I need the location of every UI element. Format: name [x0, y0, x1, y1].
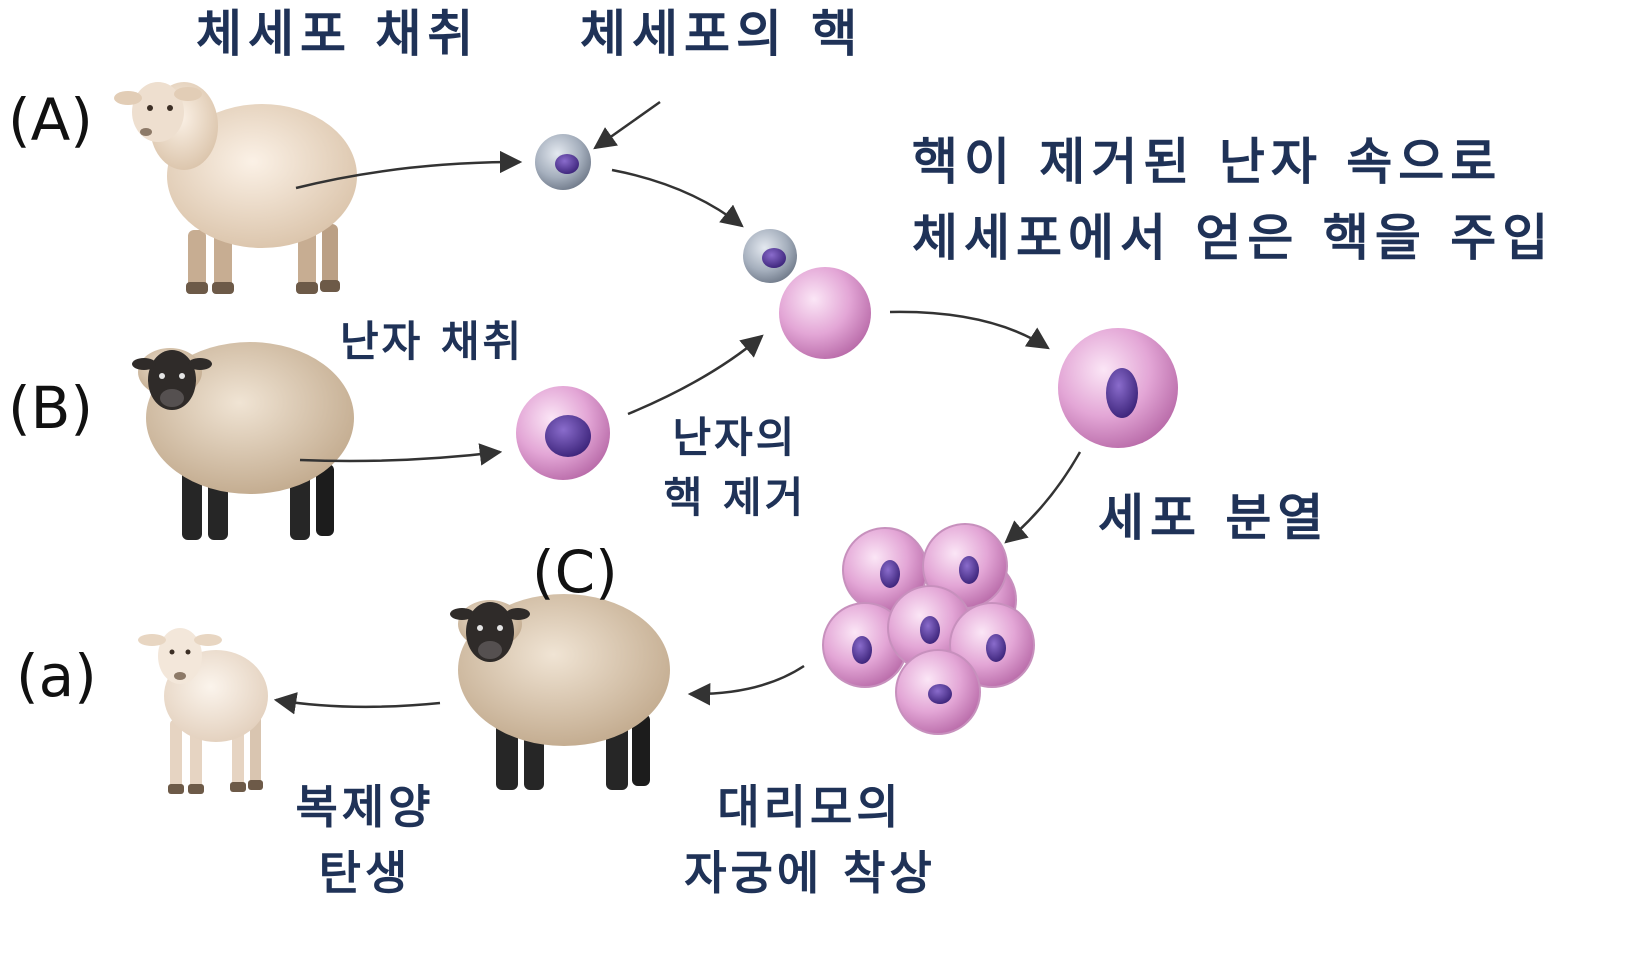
- cloned-lamb-icon: [138, 628, 268, 794]
- tag-a: (A): [8, 86, 93, 154]
- label-cell-division: 세포 분열: [1098, 490, 1329, 546]
- tag-b: (B): [8, 374, 93, 442]
- label-inject-line1: 핵이 제거된 난자 속으로: [912, 134, 1502, 190]
- label-egg-nucleus-line2: 핵 제거: [660, 474, 810, 521]
- embryo-cluster-icon: [823, 524, 1034, 734]
- label-clone-birth-line1: 복제양: [280, 782, 450, 834]
- arrow-surrogate-to-lamb: [276, 700, 440, 707]
- fused-cell-icon: [1058, 328, 1178, 448]
- tag-a-lower: (a): [16, 642, 97, 710]
- enucleated-egg-icon: [779, 267, 871, 359]
- label-somatic-nucleus: 체세포의 핵: [580, 6, 863, 62]
- label-inject-line2: 체세포에서 얻은 핵을 주입: [912, 210, 1554, 266]
- sheep-c-surrogate-icon: [450, 594, 670, 790]
- sheep-b-icon: [132, 342, 354, 540]
- egg-cell-icon: [516, 386, 610, 480]
- label-clone-birth-line2: 탄생: [280, 848, 450, 900]
- arrow-somatic-to-egg: [612, 170, 742, 226]
- arrow-egg-to-enucleated: [628, 336, 762, 414]
- tag-c: (C): [532, 538, 618, 606]
- arrow-to-embryo: [1006, 452, 1080, 542]
- arrow-to-fused-cell: [890, 312, 1048, 348]
- label-implant-line2: 자궁에 착상: [640, 848, 980, 900]
- sheep-a-icon: [114, 82, 357, 294]
- label-egg-nucleus-line1: 난자의: [660, 414, 810, 461]
- somatic-cell-small-icon: [743, 229, 797, 283]
- label-implant-line1: 대리모의: [680, 782, 940, 834]
- label-egg-collect: 난자 채취: [340, 318, 524, 365]
- arrow-embryo-to-surrogate: [690, 666, 804, 694]
- somatic-cell-icon: [535, 134, 591, 190]
- label-somatic-collect: 체세포 채취: [196, 6, 479, 62]
- arrow-nucleus-pointer: [595, 102, 660, 148]
